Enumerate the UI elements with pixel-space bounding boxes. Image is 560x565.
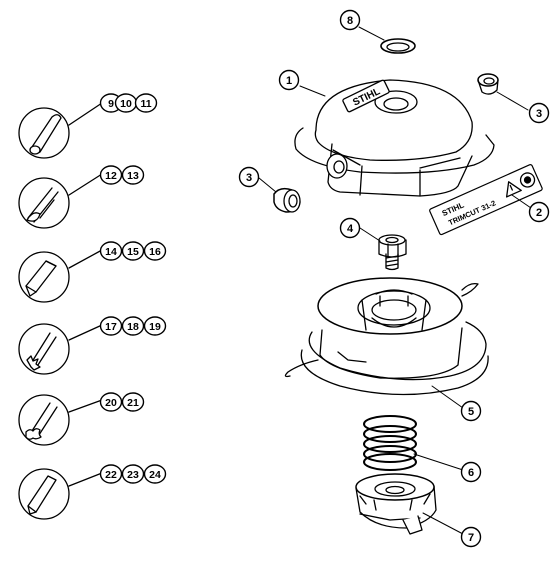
- callout-12: 12: [99, 165, 123, 185]
- callout-1: 1: [278, 69, 300, 91]
- svg-text:17: 17: [105, 321, 117, 333]
- svg-text:19: 19: [149, 321, 161, 333]
- svg-text:12: 12: [105, 170, 117, 182]
- callout-21: 21: [121, 392, 145, 412]
- callout-8: 8: [339, 9, 361, 31]
- cover-part: STIHL: [294, 79, 495, 197]
- callout-4: 4: [339, 217, 361, 239]
- svg-text:3: 3: [536, 108, 542, 120]
- callout-17: 17: [99, 316, 123, 336]
- callout-24: 24: [143, 464, 167, 484]
- svg-text:13: 13: [127, 170, 139, 182]
- svg-text:7: 7: [468, 532, 474, 544]
- svg-text:10: 10: [120, 98, 132, 110]
- line-square-profile: [18, 249, 103, 303]
- callout-23: 23: [121, 464, 145, 484]
- svg-text:15: 15: [127, 246, 139, 258]
- bushing-part-right: [477, 73, 499, 95]
- callout-2: 2: [528, 201, 550, 223]
- knob-part: [355, 473, 437, 535]
- line-star-profile: [18, 323, 103, 375]
- bushing-part-left: [273, 187, 301, 213]
- svg-text:11: 11: [140, 98, 151, 110]
- callout-22: 22: [99, 464, 123, 484]
- callout-20: 20: [99, 392, 123, 412]
- callout-14: 14: [99, 241, 123, 261]
- svg-text:1: 1: [286, 75, 292, 87]
- callout-15: 15: [121, 241, 145, 261]
- washer-part: [380, 38, 416, 54]
- callout-19: 19: [143, 316, 167, 336]
- svg-text:21: 21: [127, 397, 139, 409]
- callout-5: 5: [460, 400, 482, 422]
- callout-10: 10: [114, 93, 138, 113]
- spring-part: [363, 415, 417, 471]
- line-pentagon-profile: [18, 468, 103, 520]
- callout-6: 6: [460, 461, 482, 483]
- svg-text:9: 9: [108, 98, 114, 110]
- svg-text:3: 3: [246, 172, 252, 184]
- svg-text:16: 16: [149, 246, 161, 258]
- svg-text:8: 8: [347, 15, 353, 27]
- svg-text:18: 18: [127, 321, 139, 333]
- svg-text:6: 6: [468, 467, 474, 479]
- callout-3-right: 3: [528, 102, 550, 124]
- svg-text:4: 4: [347, 223, 354, 235]
- callout-16: 16: [143, 241, 167, 261]
- svg-text:5: 5: [468, 406, 474, 418]
- svg-text:20: 20: [105, 397, 117, 409]
- svg-text:22: 22: [105, 469, 117, 481]
- line-round-profile: [18, 102, 103, 159]
- svg-text:2: 2: [536, 207, 542, 219]
- line-twisted-profile: [18, 173, 103, 229]
- svg-text:23: 23: [127, 469, 139, 481]
- callout-7: 7: [460, 526, 482, 548]
- leader-lines: [258, 26, 532, 535]
- callout-11: 11: [134, 93, 158, 113]
- nut-part: [378, 234, 407, 271]
- svg-text:24: 24: [149, 469, 161, 481]
- line-cross-profile: [18, 394, 103, 446]
- callout-3-left: 3: [238, 166, 260, 188]
- callout-13: 13: [121, 165, 145, 185]
- svg-text:14: 14: [105, 246, 117, 258]
- callout-18: 18: [121, 316, 145, 336]
- label-part: STIHL TRIMCUT 31-2: [429, 164, 543, 236]
- spool-part: [284, 277, 489, 396]
